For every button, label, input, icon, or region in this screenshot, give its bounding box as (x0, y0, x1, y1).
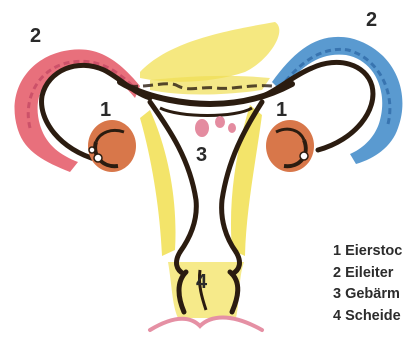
ovary-left (88, 120, 136, 172)
fundus-yellow-band (140, 22, 279, 82)
uterine-cavity-top (160, 108, 252, 116)
label-uterus: 3 (196, 144, 207, 166)
label-tube-left: 2 (30, 25, 41, 47)
label-tube-right: 2 (366, 9, 377, 31)
legend-item-tube: 2 Eileiter (333, 263, 420, 285)
legend: 1 Eierstoc 2 Eileiter 3 Gebärm 4 Scheide (333, 241, 420, 327)
tissue-spot-a (195, 119, 209, 137)
legend-item-vagina: 4 Scheide (333, 306, 420, 328)
legend-item-uterus: 3 Gebärm (333, 284, 420, 306)
legend-item-ovary: 1 Eierstoc (333, 241, 420, 263)
tissue-spot-b (215, 116, 225, 128)
label-vagina: 4 (196, 271, 208, 293)
vulva (150, 318, 262, 331)
tissue-spot-c (228, 123, 236, 133)
label-ovary-left: 1 (100, 99, 111, 121)
label-ovary-right: 1 (276, 99, 287, 121)
ovary-right (266, 120, 314, 172)
